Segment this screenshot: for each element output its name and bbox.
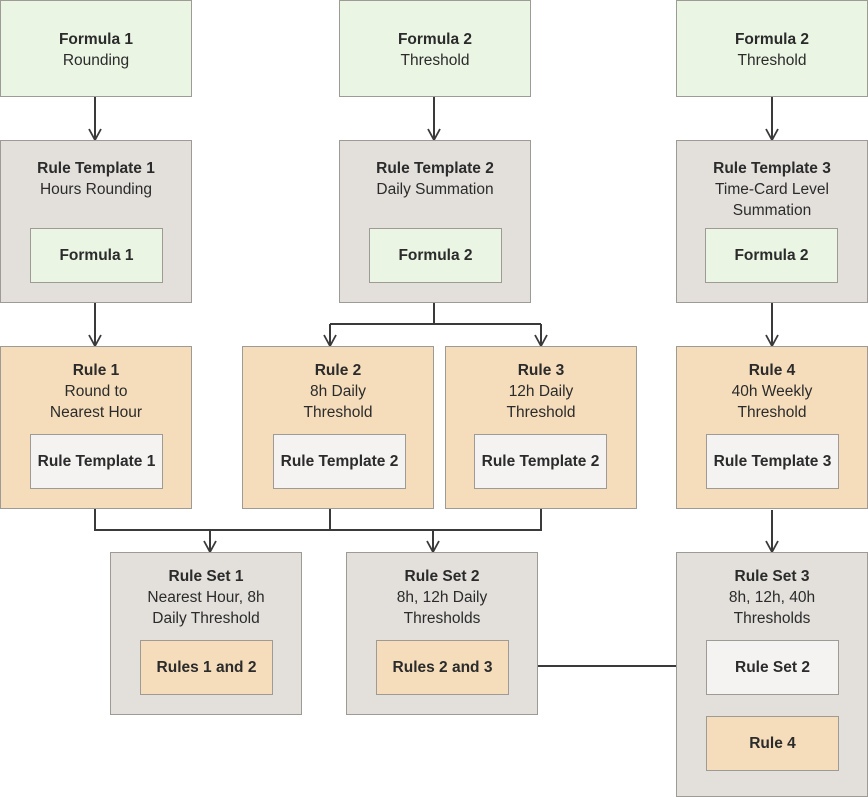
rule-set-1-subtitle-line2: Daily Threshold xyxy=(152,610,260,627)
rule-4-title: Rule 4 xyxy=(748,362,796,379)
formula-1-box: Formula 1 Rounding xyxy=(0,0,192,97)
rule-template-2-subtitle: Daily Summation xyxy=(376,181,494,198)
rule-4-box: Rule 4 40h Weekly Threshold Rule Templat… xyxy=(676,346,868,509)
rule-2-subtitle-line2: Threshold xyxy=(303,404,373,421)
rule-template-1-title: Rule Template 1 xyxy=(37,160,155,177)
rule-template-3-title: Rule Template 3 xyxy=(713,160,831,177)
rule-3-template: Rule Template 2 xyxy=(474,434,607,489)
rule-template-2-title: Rule Template 2 xyxy=(376,160,494,177)
rule-2-template: Rule Template 2 xyxy=(273,434,406,489)
rule-2-subtitle-line1: 8h Daily xyxy=(310,383,366,400)
rule-1-template: Rule Template 1 xyxy=(30,434,163,489)
rule-template-3-formula: Formula 2 xyxy=(705,228,838,283)
rule-set-3-box: Rule Set 3 8h, 12h, 40h Thresholds Rule … xyxy=(676,552,868,797)
rule-3-title: Rule 3 xyxy=(517,362,565,379)
rule-set-1-rules: Rules 1 and 2 xyxy=(140,640,273,695)
formula-1-title: Formula 1 xyxy=(58,31,134,48)
rule-set-1-box: Rule Set 1 Nearest Hour, 8h Daily Thresh… xyxy=(110,552,302,715)
rule-3-box: Rule 3 12h Daily Threshold Rule Template… xyxy=(445,346,637,509)
formula-2b-title: Formula 2 xyxy=(734,31,810,48)
rule-template-3-subtitle-line1: Time-Card Level xyxy=(715,181,829,198)
rule-1-box: Rule 1 Round to Nearest Hour Rule Templa… xyxy=(0,346,192,509)
rule-template-3-box: Rule Template 3 Time-Card Level Summatio… xyxy=(676,140,868,303)
rule-set-2-title: Rule Set 2 xyxy=(404,568,480,585)
rule-4-subtitle-line2: Threshold xyxy=(737,404,807,421)
formula-2-box: Formula 2 Threshold xyxy=(339,0,531,97)
rule-2-title: Rule 2 xyxy=(314,362,362,379)
formula-2-subtitle: Threshold xyxy=(400,52,470,69)
rule-2-box: Rule 2 8h Daily Threshold Rule Template … xyxy=(242,346,434,509)
rule-4-template: Rule Template 3 xyxy=(706,434,839,489)
rule-1-title: Rule 1 xyxy=(72,362,120,379)
rule-set-3-rule-4: Rule 4 xyxy=(706,716,839,771)
rule-template-2-box: Rule Template 2 Daily Summation Formula … xyxy=(339,140,531,303)
rule-set-3-subtitle-line1: 8h, 12h, 40h xyxy=(728,589,816,606)
rule-set-3-title: Rule Set 3 xyxy=(734,568,810,585)
rule-set-2-subtitle-line1: 8h, 12h Daily xyxy=(396,589,488,606)
rule-1-subtitle-line2: Nearest Hour xyxy=(49,404,143,421)
rule-set-2-rules: Rules 2 and 3 xyxy=(376,640,509,695)
formula-2-title: Formula 2 xyxy=(397,31,473,48)
rule-1-subtitle-line1: Round to xyxy=(64,383,128,400)
formula-2b-subtitle: Threshold xyxy=(737,52,807,69)
rule-set-1-subtitle-line1: Nearest Hour, 8h xyxy=(147,589,265,606)
rule-set-3-subtitle-line2: Thresholds xyxy=(733,610,811,627)
rule-set-2-box: Rule Set 2 8h, 12h Daily Thresholds Rule… xyxy=(346,552,538,715)
rule-template-1-box: Rule Template 1 Hours Rounding Formula 1 xyxy=(0,140,192,303)
rule-set-2-subtitle-line2: Thresholds xyxy=(403,610,481,627)
formula-2b-box: Formula 2 Threshold xyxy=(676,0,868,97)
rule-template-1-formula: Formula 1 xyxy=(30,228,163,283)
rule-3-subtitle-line1: 12h Daily xyxy=(508,383,574,400)
rule-4-subtitle-line1: 40h Weekly xyxy=(731,383,813,400)
formula-1-subtitle: Rounding xyxy=(62,52,130,69)
connector-rules-merge xyxy=(94,508,542,531)
rule-template-1-subtitle: Hours Rounding xyxy=(39,181,152,198)
rule-template-3-subtitle-line2: Summation xyxy=(732,202,812,219)
rule-3-subtitle-line2: Threshold xyxy=(506,404,576,421)
rule-template-2-formula: Formula 2 xyxy=(369,228,502,283)
rule-set-3-nested-rule-set: Rule Set 2 xyxy=(706,640,839,695)
connector-template2-split xyxy=(330,302,541,325)
rule-set-1-title: Rule Set 1 xyxy=(168,568,244,585)
